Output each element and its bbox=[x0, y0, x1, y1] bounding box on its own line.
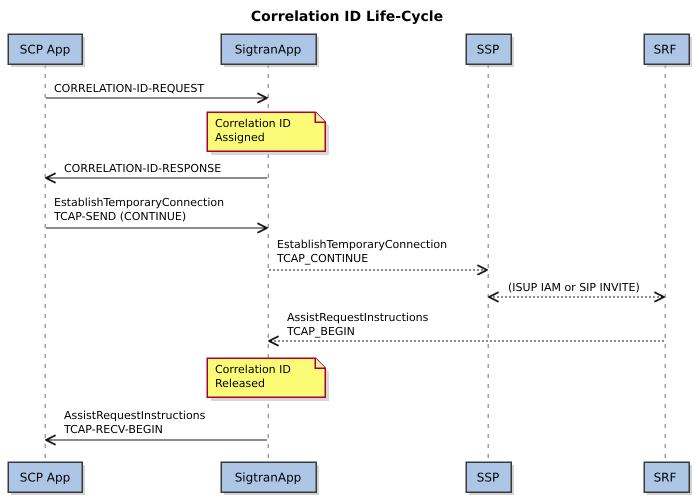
participant-srf-top[interactable]: SRF bbox=[643, 33, 692, 67]
participant-label: SCP App bbox=[20, 42, 71, 56]
message-label-line: EstablishTemporaryConnection bbox=[277, 238, 447, 251]
participant-ssp-top[interactable]: SSP bbox=[465, 33, 514, 67]
message-label-line: AssistRequestInstructions bbox=[64, 409, 206, 422]
participant-sigtran-bottom[interactable]: SigtranApp bbox=[220, 461, 319, 495]
message-label-line: TCAP_CONTINUE bbox=[276, 252, 368, 265]
participant-box[interactable] bbox=[7, 33, 83, 65]
note-fold-corner bbox=[314, 358, 325, 369]
note-label-line: Correlation ID bbox=[215, 117, 291, 130]
participant-label: SRF bbox=[654, 470, 677, 484]
arrowhead bbox=[45, 434, 56, 446]
note-label-line: Correlation ID bbox=[215, 363, 291, 376]
diagram-title: Correlation ID Life-Cycle bbox=[251, 9, 443, 25]
participant-label: SSP bbox=[477, 470, 499, 484]
participant-label: SigtranApp bbox=[235, 470, 302, 484]
message-label-line: TCAP_BEGIN bbox=[286, 325, 355, 338]
participant-label: SRF bbox=[654, 42, 677, 56]
message-1-scp-to-sigtran: CORRELATION-ID-REQUEST bbox=[46, 82, 268, 104]
participant-ssp-bottom[interactable]: SSP bbox=[465, 461, 514, 495]
message-label-line: EstablishTemporaryConnection bbox=[54, 196, 224, 209]
message-label-line: (ISUP IAM or SIP INVITE) bbox=[508, 281, 640, 294]
arrowhead bbox=[477, 264, 488, 276]
arrowhead bbox=[257, 92, 268, 104]
note-label-line: Released bbox=[215, 377, 265, 390]
participant-label: SCP App bbox=[20, 470, 71, 484]
message-5-ssp-to-srf: (ISUP IAM or SIP INVITE) bbox=[488, 281, 665, 303]
message-label-line: CORRELATION-ID-RESPONSE bbox=[64, 162, 221, 175]
participant-box[interactable] bbox=[220, 33, 317, 65]
participant-box[interactable] bbox=[643, 33, 690, 65]
message-label-line: TCAP-SEND (CONTINUE) bbox=[53, 210, 186, 223]
participant-scp-bottom[interactable]: SCP App bbox=[7, 461, 85, 495]
participant-sigtran-top[interactable]: SigtranApp bbox=[220, 33, 319, 67]
participant-label: SigtranApp bbox=[235, 42, 302, 56]
message-label-line: TCAP-RECV-BEGIN bbox=[63, 423, 163, 436]
participant-box[interactable] bbox=[7, 461, 83, 493]
participant-box[interactable] bbox=[643, 461, 690, 493]
note-body bbox=[206, 357, 326, 398]
message-label-line: AssistRequestInstructions bbox=[287, 311, 429, 324]
note-label-line: Assigned bbox=[215, 131, 265, 144]
participant-box[interactable] bbox=[220, 461, 317, 493]
participant-srf-bottom[interactable]: SRF bbox=[643, 461, 692, 495]
note-fold-corner bbox=[314, 112, 325, 123]
arrowhead bbox=[257, 222, 268, 234]
message-label-line: CORRELATION-ID-REQUEST bbox=[54, 82, 204, 95]
arrowhead bbox=[268, 335, 279, 347]
note-body bbox=[206, 111, 326, 152]
participant-box[interactable] bbox=[465, 461, 512, 493]
arrowhead bbox=[45, 172, 56, 184]
messages-group: CORRELATION-ID-REQUEST CORRELATION-ID-RES… bbox=[45, 82, 665, 446]
participant-scp-top[interactable]: SCP App bbox=[7, 33, 85, 67]
participant-label: SSP bbox=[477, 42, 499, 56]
message-2-sigtran-to-scp: CORRELATION-ID-RESPONSE bbox=[45, 162, 267, 184]
arrowhead bbox=[654, 291, 665, 303]
arrowhead bbox=[488, 291, 499, 303]
message-4-sigtran-to-ssp: EstablishTemporaryConnectionTCAP_CONTINU… bbox=[269, 238, 488, 276]
participant-box[interactable] bbox=[465, 33, 512, 65]
